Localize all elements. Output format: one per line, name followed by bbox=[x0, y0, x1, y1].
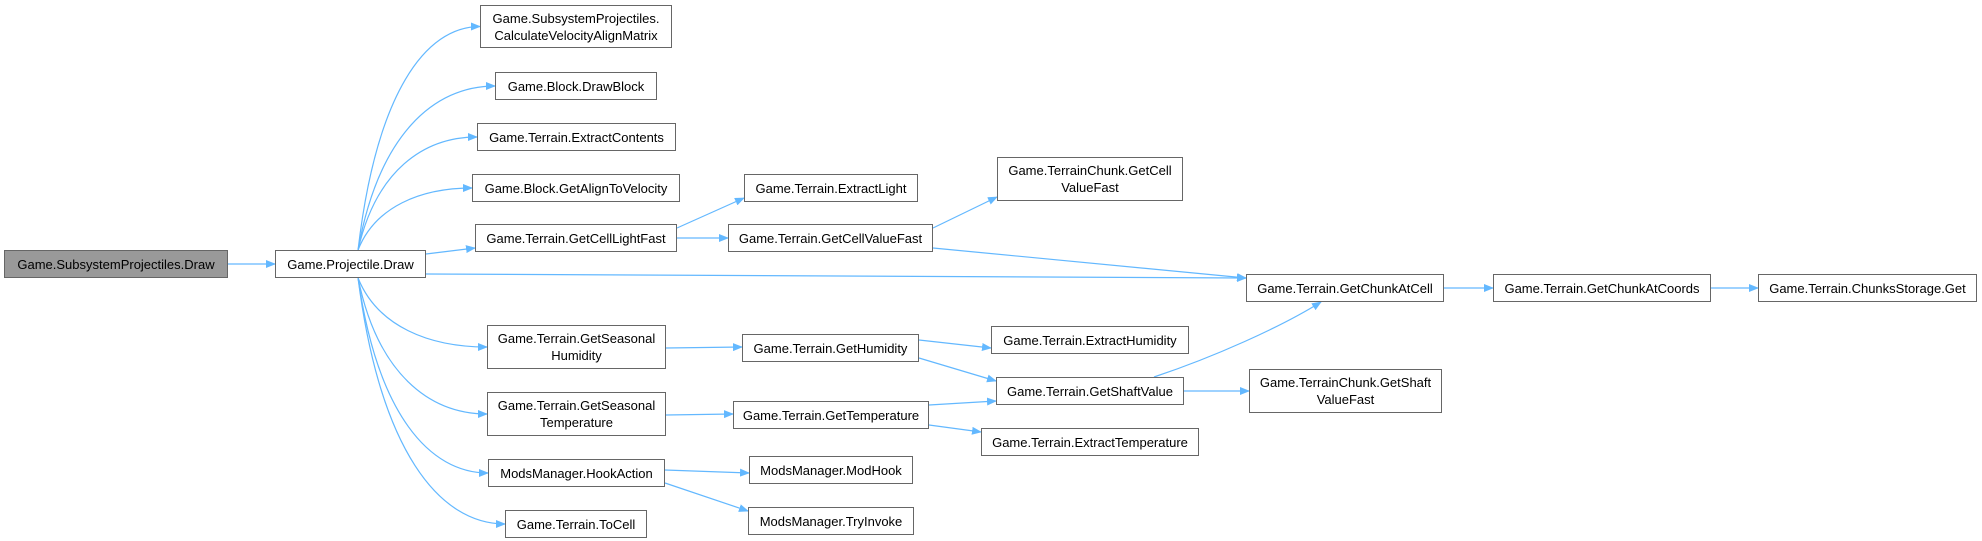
node-label: Game.SubsystemProjectiles.Draw bbox=[17, 256, 215, 272]
node-label: Game.SubsystemProjectiles. bbox=[492, 10, 660, 26]
node-get-chunk-at-cell[interactable]: Game.Terrain.GetChunkAtCell bbox=[1246, 274, 1444, 302]
edge-projectile_draw-to-draw_block bbox=[357, 82, 496, 251]
edge-projectile_draw-to-to_cell bbox=[357, 277, 506, 528]
node-try-invoke[interactable]: ModsManager.TryInvoke bbox=[748, 507, 914, 535]
node-label: Game.Terrain.GetShaftValue bbox=[1007, 383, 1173, 399]
node-label: ValueFast bbox=[1316, 392, 1375, 407]
node-label: Game.Terrain.GetSeasonal bbox=[497, 331, 656, 346]
node-label: Game.Terrain.GetChunkAtCell bbox=[1257, 280, 1433, 296]
edge-projectile_draw-to-calc_velocity bbox=[357, 22, 481, 251]
node-get-align-to-velocity[interactable]: Game.Block.GetAlignToVelocity bbox=[472, 174, 680, 202]
node-label: ValueFast bbox=[1061, 180, 1119, 195]
node-label: Game.TerrainChunk.GetShaft bbox=[1259, 375, 1432, 390]
edge-get_seasonal_humidity-to-get_humidity bbox=[665, 343, 743, 352]
node-label: ModsManager.ModHook bbox=[760, 462, 902, 478]
edge-get_seasonal_temperature-to-get_temperature bbox=[665, 410, 734, 419]
node-label: Game.Block.DrawBlock bbox=[507, 78, 645, 94]
edge-projectile_draw-to-get_cell_light_fast bbox=[425, 245, 476, 255]
node-label: Temperature bbox=[540, 415, 613, 430]
node-chunks-storage-get[interactable]: Game.Terrain.ChunksStorage.Get bbox=[1758, 274, 1977, 302]
node-label: Game.Terrain.GetCellValueFast bbox=[738, 230, 923, 246]
edge-projectile_draw-to-get_seasonal_humidity bbox=[357, 277, 488, 351]
node-label: ModsManager.TryInvoke bbox=[759, 513, 903, 529]
node-get-chunk-at-coords[interactable]: Game.Terrain.GetChunkAtCoords bbox=[1493, 274, 1711, 302]
node-calculate-velocity-align-matrix[interactable]: Game.SubsystemProjectiles.CalculateVeloc… bbox=[480, 5, 672, 48]
node-label: Game.Terrain.ExtractLight bbox=[755, 180, 907, 196]
edge-projectile_draw-to-hook_action bbox=[357, 277, 489, 477]
node-hook-action[interactable]: ModsManager.HookAction bbox=[488, 459, 665, 487]
node-label: Game.Terrain.GetHumidity bbox=[753, 340, 908, 356]
edge-projectile_draw-to-extract_contents bbox=[357, 133, 478, 251]
edge-hook_action-to-mod_hook bbox=[664, 468, 750, 477]
node-extract-temperature[interactable]: Game.Terrain.ExtractTemperature bbox=[981, 428, 1199, 456]
edge-get_cell_light_fast-to-extract_light bbox=[676, 197, 745, 229]
node-extract-humidity[interactable]: Game.Terrain.ExtractHumidity bbox=[991, 326, 1189, 354]
node-label: Game.Block.GetAlignToVelocity bbox=[484, 180, 668, 196]
node-extract-contents[interactable]: Game.Terrain.ExtractContents bbox=[477, 123, 676, 151]
node-get-cell-light-fast[interactable]: Game.Terrain.GetCellLightFast bbox=[475, 224, 677, 252]
node-get-shaft-value[interactable]: Game.Terrain.GetShaftValue bbox=[996, 377, 1184, 405]
node-to-cell[interactable]: Game.Terrain.ToCell bbox=[505, 510, 647, 538]
node-get-temperature[interactable]: Game.Terrain.GetTemperature bbox=[733, 401, 929, 429]
edge-projectile_draw-to-get_align bbox=[357, 184, 473, 251]
node-projectile-draw[interactable]: Game.Projectile.Draw bbox=[275, 250, 426, 278]
node-label: Game.Terrain.ChunksStorage.Get bbox=[1769, 280, 1966, 296]
node-extract-light[interactable]: Game.Terrain.ExtractLight bbox=[744, 174, 918, 202]
edge-get_shaft_value-to-get_chunk_at_cell bbox=[1153, 301, 1322, 378]
edge-get_humidity-to-get_shaft_value bbox=[918, 357, 997, 383]
node-label: Humidity bbox=[551, 348, 602, 363]
node-subsystem-projectiles-draw[interactable]: Game.SubsystemProjectiles.Draw bbox=[4, 250, 228, 278]
edge-projectile_draw-to-get_chunk_at_cell bbox=[425, 273, 1247, 282]
edge-projectile_draw-to-get_seasonal_temperature bbox=[357, 277, 488, 418]
edge-get_cell_value_fast-to-get_chunk_at_cell bbox=[932, 247, 1247, 282]
edge-get_cell_value_fast-to-chunk_get_cell_value_fast bbox=[932, 196, 998, 229]
node-label: Game.Terrain.ExtractTemperature bbox=[992, 434, 1188, 450]
node-mod-hook[interactable]: ModsManager.ModHook bbox=[749, 456, 913, 484]
node-label: Game.Terrain.GetChunkAtCoords bbox=[1504, 280, 1700, 296]
node-label: ModsManager.HookAction bbox=[500, 465, 653, 481]
node-label: Game.TerrainChunk.GetCell bbox=[1008, 163, 1172, 178]
node-label: Game.Terrain.ExtractContents bbox=[489, 129, 664, 145]
node-label: Game.Terrain.ExtractHumidity bbox=[1003, 332, 1177, 348]
node-label: Game.Projectile.Draw bbox=[287, 256, 414, 272]
node-label: Game.Terrain.GetSeasonal bbox=[497, 398, 656, 413]
node-label: CalculateVelocityAlignMatrix bbox=[494, 27, 658, 43]
node-get-cell-value-fast[interactable]: Game.Terrain.GetCellValueFast bbox=[728, 224, 933, 252]
node-draw-block[interactable]: Game.Block.DrawBlock bbox=[495, 72, 657, 100]
edge-get_temperature-to-extract_temperature bbox=[928, 424, 982, 435]
edge-get_humidity-to-extract_humidity bbox=[918, 339, 992, 351]
node-get-humidity[interactable]: Game.Terrain.GetHumidity bbox=[742, 334, 919, 362]
edge-hook_action-to-try_invoke bbox=[664, 482, 749, 512]
node-label: Game.Terrain.ToCell bbox=[516, 516, 636, 532]
node-label: Game.Terrain.GetTemperature bbox=[742, 407, 920, 423]
node-label: Game.Terrain.GetCellLightFast bbox=[486, 230, 666, 246]
edge-get_temperature-to-get_shaft_value bbox=[928, 397, 997, 406]
